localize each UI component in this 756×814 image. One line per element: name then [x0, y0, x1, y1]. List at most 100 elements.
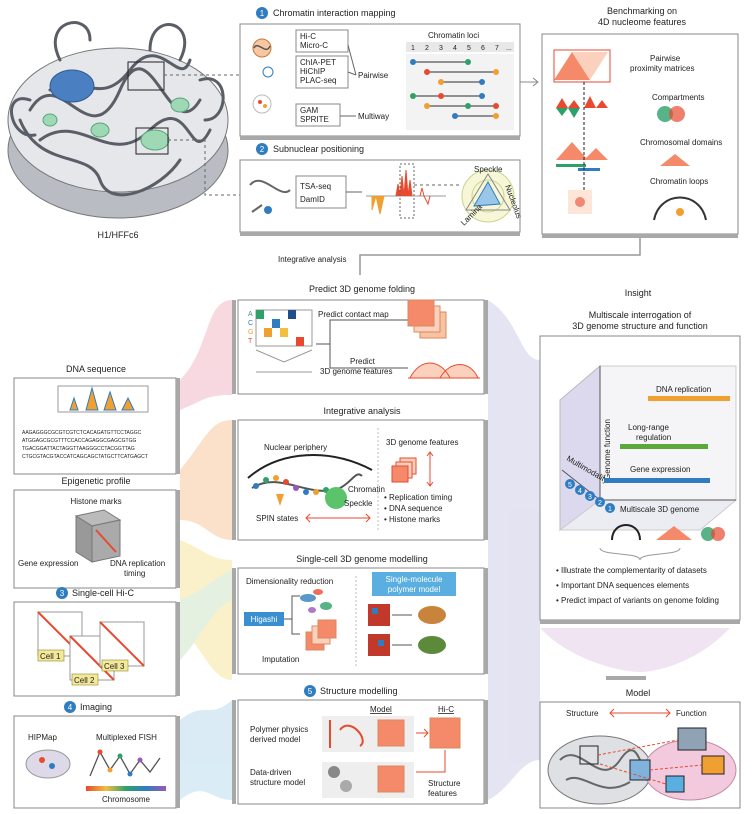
spin-arrow	[276, 494, 284, 506]
structure-title: Structure modelling	[320, 686, 398, 696]
insight-bullet-2: • Important DNA sequences elements	[556, 581, 689, 590]
left-dna: DNA sequence AAGAGGGCGCGTCGTCTCACAGATGTT…	[13, 364, 180, 475]
z-5: 5	[568, 482, 572, 489]
insight-connector-bar	[606, 676, 646, 680]
integ-speckle	[325, 487, 347, 509]
cell2-label: Cell 2	[74, 676, 95, 685]
band-orange	[180, 420, 232, 540]
method-chiapet: ChIA-PET	[300, 58, 336, 67]
sm-maps	[368, 604, 446, 656]
model-box-5	[665, 775, 685, 793]
panel-benchmarking: Benchmarking on 4D nucleome features Pai…	[541, 6, 739, 238]
polymer-chain	[329, 720, 364, 748]
model-function: Function	[676, 709, 707, 718]
z-4: 4	[578, 488, 582, 495]
left-singlecell: 3 Single-cell Hi-C Cell 1 Cell 2 Cell 3	[13, 587, 180, 697]
group3-box	[295, 103, 341, 127]
panel-integrative: Integrative analysis Nuclear periphery C…	[232, 406, 488, 541]
model-structure: Structure	[566, 709, 599, 718]
epi-rep-2: timing	[124, 569, 145, 578]
sm-polymer-1: Polymer physics	[250, 725, 308, 734]
methods-icons	[252, 38, 274, 114]
sm-datadriven-1: Data-driven	[250, 768, 291, 777]
locus-6: 6	[481, 45, 485, 52]
sm-features-2: features	[428, 789, 457, 798]
panel2-title: Subnuclear positioning	[273, 144, 364, 154]
insight-sub-1: Multiscale interrogation of	[589, 310, 692, 320]
zoom-box-2	[135, 127, 169, 155]
method-gam: GAM	[300, 106, 319, 115]
integ-box	[237, 419, 485, 541]
band-green	[180, 570, 232, 660]
sc-bar	[176, 602, 180, 696]
predict-contact: Predict contact map	[318, 310, 389, 319]
method-tsaseq: TSA-seq	[300, 182, 331, 191]
bench-compartments	[556, 96, 608, 118]
zoom-box-1	[127, 61, 165, 91]
band-purple-bottom	[540, 628, 730, 672]
periphery-curve	[247, 454, 373, 479]
fish-dots	[97, 749, 143, 777]
sm-arrow-1	[416, 728, 429, 738]
panel-predict: Predict 3D genome folding A C G T Predic…	[232, 284, 488, 395]
letter-g: G	[248, 329, 253, 336]
integ-bullet-1: • Replication timing	[384, 493, 452, 502]
dd-struct-2	[340, 780, 352, 792]
hipmap-nucleus	[25, 749, 71, 779]
bench-bar	[542, 234, 738, 238]
locus-1: 1	[411, 45, 415, 52]
chromatin-fibers-2	[10, 21, 225, 137]
bench-item-loops: Chromatin loops	[650, 177, 708, 186]
nucleolus	[49, 69, 95, 103]
predict-branch	[316, 319, 408, 369]
bench-title-1: Benchmarking on	[607, 6, 677, 16]
band-blue	[180, 700, 232, 800]
sm-polymer-2: derived model	[250, 735, 300, 744]
feature-stack	[391, 457, 417, 483]
z-2: 2	[598, 500, 602, 507]
umap-clusters	[300, 589, 332, 613]
feature-arrow	[426, 451, 434, 487]
locus-7: 7	[495, 45, 499, 52]
step-badge-2	[256, 143, 268, 155]
locus-2: 2	[425, 45, 429, 52]
imputed-maps	[305, 619, 337, 651]
scmodel-title: Single-cell 3D genome modelling	[296, 554, 428, 564]
cell2-tag	[71, 673, 99, 686]
speckle-3	[170, 97, 190, 113]
step-number-4: 4	[68, 703, 73, 712]
model-box-2	[629, 759, 651, 781]
integ-bullet-3: • Histone marks	[384, 515, 440, 524]
band-pink	[180, 300, 232, 410]
integ-spin: SPIN states	[256, 514, 298, 523]
single-molecule-1: Single-molecule	[386, 575, 443, 584]
fish-chain	[89, 750, 161, 777]
level-dna-rep: DNA replication	[656, 385, 711, 394]
higashi-box[interactable]	[244, 612, 284, 626]
img-bar	[176, 716, 180, 808]
bench-item-domains: Chromosomal domains	[640, 138, 722, 147]
arrow-to-benchmark	[520, 77, 539, 87]
letter-a: A	[248, 311, 253, 318]
group2-box	[295, 55, 349, 89]
motif-frame	[57, 385, 149, 413]
integ-bar-left	[232, 420, 236, 540]
epi-bar	[176, 490, 180, 588]
dna-line-2: ATGGAGCGCGTTTCCACCAGAGGCGAGCGTGG	[22, 438, 136, 444]
panel2-bar	[240, 232, 520, 236]
level-bar-green	[620, 444, 708, 449]
panel-subnuclear: 2 Subnuclear positioning TSA-seq DamID S…	[239, 143, 524, 236]
bench-domains	[556, 142, 608, 171]
integ-periphery: Nuclear periphery	[264, 443, 327, 452]
epi-gene: Gene expression	[18, 559, 78, 568]
predict-bar-right	[484, 300, 488, 394]
step-number-5: 5	[308, 687, 313, 696]
method-hic: Hi-C	[300, 32, 316, 41]
higashi-branch	[284, 595, 300, 635]
cell-top	[7, 47, 229, 193]
radar-chart	[461, 169, 515, 223]
insight-sub-2: 3D genome structure and function	[572, 321, 708, 331]
dna-box	[13, 377, 177, 475]
sm-map-1	[377, 719, 405, 747]
insight-bar	[540, 620, 740, 624]
